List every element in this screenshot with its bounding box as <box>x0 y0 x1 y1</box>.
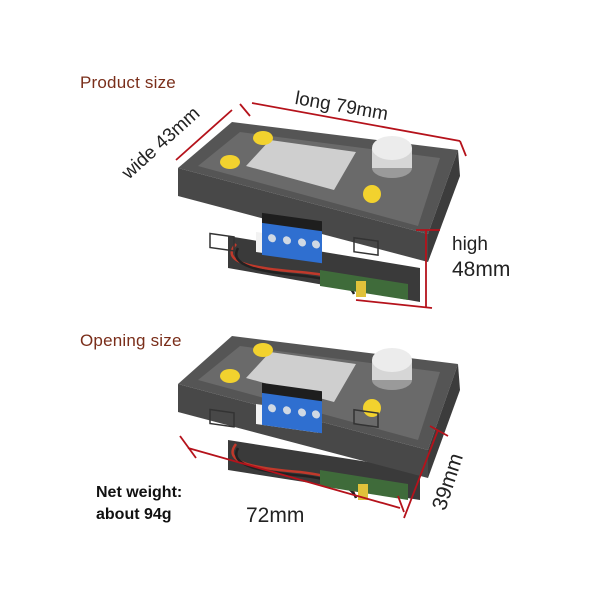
device-bottom <box>178 336 460 500</box>
opening-width-label: 72mm <box>246 504 305 527</box>
terminal-block <box>262 212 322 264</box>
power-button <box>363 185 381 203</box>
lcd-screen <box>246 140 356 190</box>
net-weight-line-1: Net weight: <box>96 484 183 501</box>
height-label-line-2: 48mm <box>452 258 511 281</box>
dimension-lines-bottom <box>179 425 449 519</box>
knob <box>372 136 412 160</box>
yellow-button <box>253 131 273 145</box>
device-top <box>178 122 460 302</box>
net-weight-line-2: about 94g <box>96 506 172 523</box>
dimension-lines-top <box>175 102 467 309</box>
product-size-title: Product size <box>80 73 176 92</box>
height-label-line-1: high <box>452 234 488 255</box>
opening-size-title: Opening size <box>80 331 182 350</box>
net-weight-label: Net weight: about 94g <box>96 482 182 526</box>
